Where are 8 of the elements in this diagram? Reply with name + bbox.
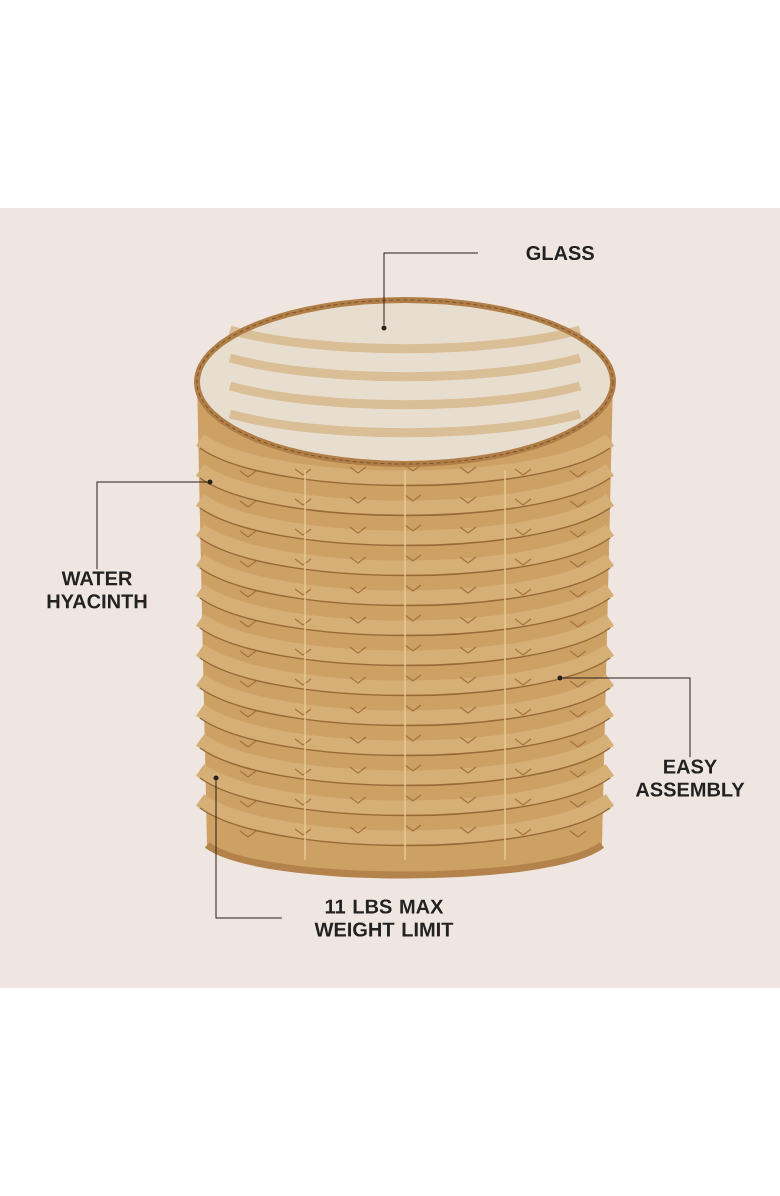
leader-line — [215, 780, 283, 919]
callout-label: EASY ASSEMBLY — [635, 759, 745, 797]
leader-line — [562, 677, 691, 758]
leader-line — [383, 252, 479, 326]
leader-line — [96, 481, 208, 570]
callout-label: GLASS — [526, 245, 594, 261]
callout-label: 11 LBS MAX WEIGHT LIMIT — [314, 899, 454, 937]
callout-label: WATER HYACINTH — [47, 571, 147, 609]
